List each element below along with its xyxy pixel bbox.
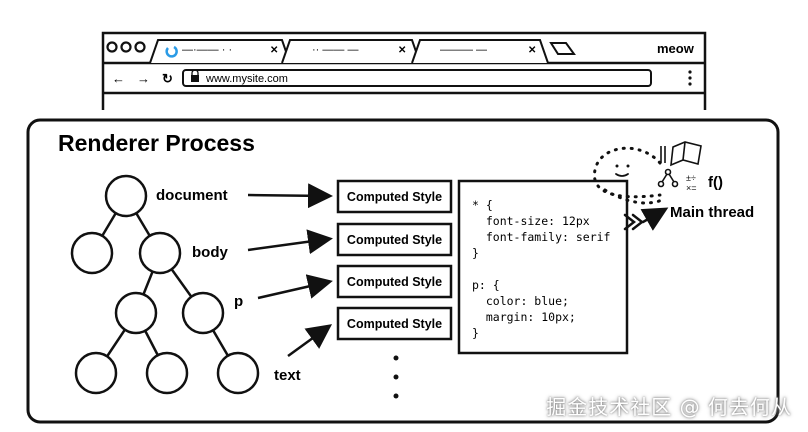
lock-icon <box>191 75 199 82</box>
doodle-icons: ±÷ ×= <box>657 141 702 193</box>
label-document: document <box>156 187 228 204</box>
tree-node-text <box>216 351 260 395</box>
arrow <box>247 229 333 255</box>
watermark: 掘金技术社区 @ 何去何从 <box>546 395 792 419</box>
chevron-icon <box>623 213 637 231</box>
tab-1-label: —·—— · · <box>182 44 232 56</box>
code-line: * { <box>472 198 493 212</box>
tab-2-label: ·· —— — <box>312 44 358 56</box>
tab-1-close-icon[interactable]: ✕ <box>270 45 278 56</box>
computed-style-box <box>336 222 453 257</box>
computed-style-box <box>336 179 453 214</box>
ellipsis-dots <box>393 355 399 399</box>
address-bar[interactable] <box>182 69 652 87</box>
computed-style-box <box>336 264 453 299</box>
computed-style-box <box>336 306 453 341</box>
forward-icon[interactable]: → <box>137 71 150 86</box>
code-line: font-family: serif <box>472 230 610 244</box>
label-body: body <box>192 244 228 261</box>
main-thread-character <box>593 146 669 231</box>
computed-style-label: Computed Style <box>347 317 442 331</box>
tab-3-label: ——— — <box>440 44 487 56</box>
tree-node <box>70 231 114 275</box>
browser-window: —·—— · · ✕ ·· —— — ✕ ——— — ✕ meow ← → ↻ … <box>101 31 707 110</box>
tree-node <box>145 351 189 395</box>
code-line: font-size: 12px <box>472 214 590 228</box>
css-code-box <box>457 179 629 355</box>
math-icon: ±÷ <box>686 173 696 183</box>
arrow <box>640 207 669 231</box>
main-thread-label: Main thread <box>670 204 754 221</box>
css-code: * { font-size: 12px font-family: serif }… <box>472 198 610 340</box>
tree-node <box>74 351 118 395</box>
label-text: text <box>274 367 301 384</box>
computed-style-label: Computed Style <box>347 233 442 247</box>
dom-tree <box>70 174 260 395</box>
svg-text:×=: ×= <box>686 183 697 193</box>
code-line: margin: 10px; <box>472 310 576 324</box>
new-tab-button[interactable] <box>549 42 576 55</box>
window-controls[interactable] <box>106 41 146 53</box>
tab-3-close-icon[interactable]: ✕ <box>528 45 536 56</box>
code-line: } <box>472 326 479 340</box>
url-text: www.mysite.com <box>205 73 288 85</box>
computed-style-label: Computed Style <box>347 275 442 289</box>
dotted-head-outline <box>593 146 662 199</box>
tab-1[interactable]: —·—— · · ✕ <box>149 39 291 64</box>
arrow <box>247 183 333 209</box>
tab-2-close-icon[interactable]: ✕ <box>398 45 406 56</box>
computed-style-boxes: Computed Style Computed Style Computed S… <box>336 179 453 341</box>
code-line: } <box>472 246 479 260</box>
computed-style-label: Computed Style <box>347 190 442 204</box>
tree-node-document <box>104 174 148 218</box>
loading-icon <box>165 45 178 58</box>
arrow <box>257 274 333 300</box>
panel-title: Renderer Process <box>58 130 255 156</box>
tab-2[interactable]: ·· —— — ✕ <box>281 39 421 64</box>
code-line: p: { <box>472 278 500 292</box>
character-eye <box>615 164 619 168</box>
tree-node <box>114 291 158 335</box>
brand-label: meow <box>657 41 695 56</box>
code-line: color: blue; <box>472 294 569 308</box>
func-label: f() <box>708 174 723 191</box>
kebab-menu-icon[interactable] <box>688 70 692 86</box>
style-arrows <box>247 183 333 358</box>
tree-node-body <box>138 231 182 275</box>
character-eye <box>626 164 630 168</box>
tree-diagram-icon <box>664 168 672 176</box>
reload-icon[interactable]: ↻ <box>162 71 173 86</box>
tree-node-p <box>181 291 225 335</box>
back-icon[interactable]: ← <box>112 71 125 86</box>
arrow <box>287 324 333 358</box>
label-p: p <box>234 293 243 310</box>
tab-3[interactable]: ——— — ✕ <box>411 39 549 64</box>
